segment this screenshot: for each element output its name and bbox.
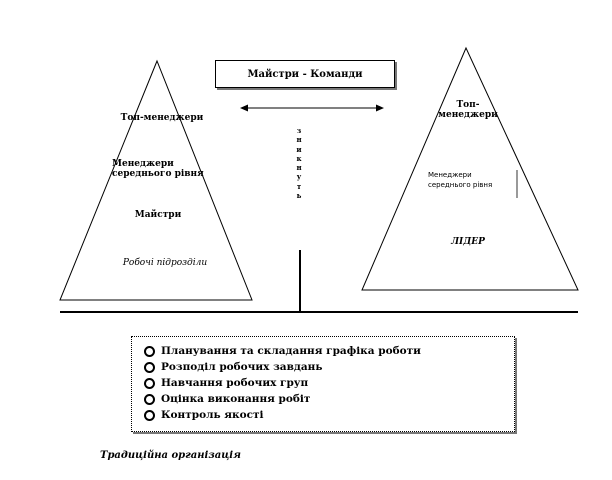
caption: Традиційна організація (100, 450, 241, 461)
team-pyramid-shape (361, 46, 579, 291)
circle-bullet-icon (144, 377, 155, 389)
circle-bullet-icon (144, 409, 155, 421)
vertical-letter: и (296, 144, 302, 154)
vertical-letter: н (296, 135, 302, 145)
vertical-letter: ь (296, 191, 302, 201)
list-item: Оцінка виконання робіт (144, 391, 514, 407)
traditional-pyramid-shape (59, 59, 253, 301)
circle-bullet-icon (144, 393, 155, 405)
vertical-letter: к (296, 153, 302, 163)
list-item: Планування та складання графіка роботи (144, 343, 514, 359)
level-foremen: Майстри (134, 210, 182, 220)
vertical-letter: т (296, 181, 302, 191)
list-item: Навчання робочих груп (144, 375, 514, 391)
vertical-letter: у (296, 172, 302, 182)
team-leader: ЛІДЕР (451, 237, 485, 247)
level-top-managers: Топ-менеджери (120, 113, 204, 123)
vertical-letter: з (296, 126, 302, 135)
team-box-label: Майстри - Команди (247, 68, 363, 80)
team-middle-managers: Менеджери середнього рівня (428, 171, 493, 189)
functions-list: Планування та складання графіка роботи Р… (144, 343, 514, 423)
circle-bullet-icon (144, 345, 155, 357)
team-box: Майстри - Команди (215, 60, 395, 88)
team-top-managers: Топ-менеджери (438, 100, 498, 121)
double-arrow-icon (240, 104, 384, 112)
functions-box: Планування та складання графіка роботи Р… (131, 336, 515, 432)
level-work-units: Робочі підрозділи (122, 258, 208, 268)
list-item: Розподіл робочих завдань (144, 359, 514, 375)
circle-bullet-icon (144, 361, 155, 373)
level-middle-managers: Менеджери середнього рівня (112, 159, 204, 180)
vertical-letter: н (296, 163, 302, 173)
list-item: Контроль якості (144, 407, 514, 423)
